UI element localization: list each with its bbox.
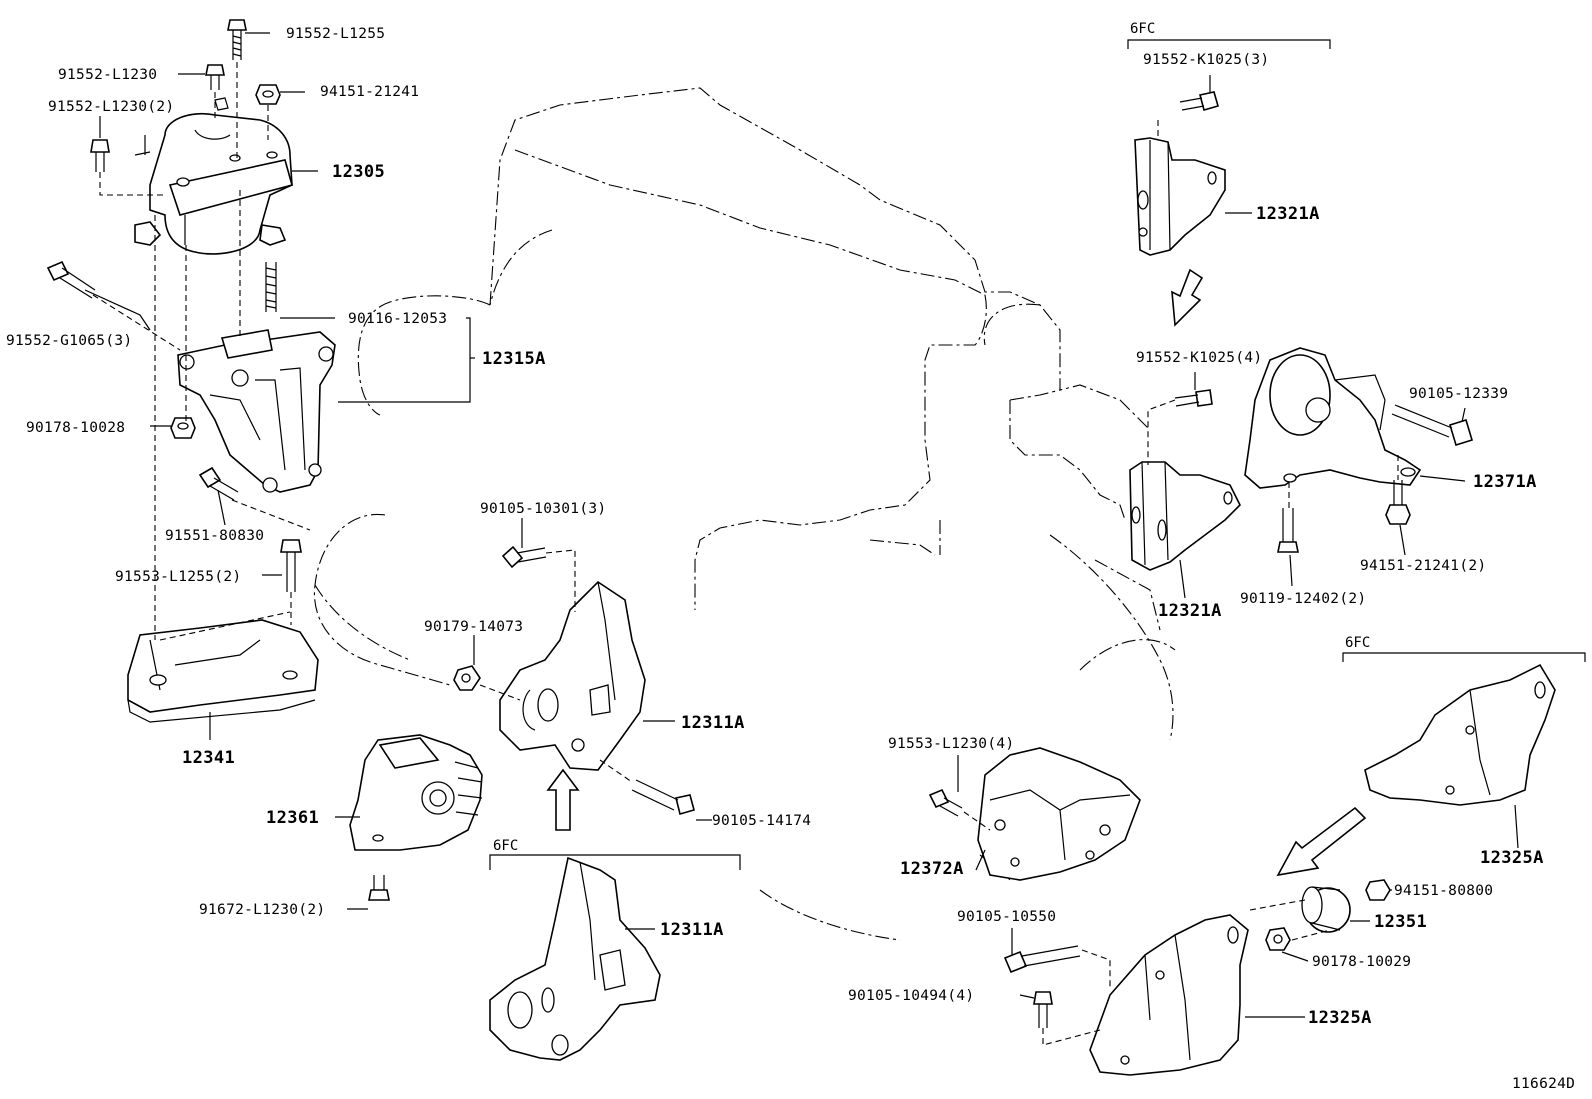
bolt-91552-K1025-4 bbox=[1174, 389, 1213, 407]
label-90105-12339: 90105-12339 bbox=[1409, 386, 1508, 402]
bolt-91552-K1025-3 bbox=[1179, 91, 1219, 111]
label-6FC-top: 6FC bbox=[1130, 21, 1155, 37]
part-12321A-bracket-lower bbox=[1129, 461, 1241, 571]
part-12371A-mount bbox=[1244, 347, 1422, 489]
bolt-90105-14174 bbox=[631, 779, 695, 815]
nut-94151-21241-2 bbox=[1385, 480, 1411, 525]
label-12372A: 12372A bbox=[900, 859, 964, 879]
label-90119-12402-2: 90119-12402(2) bbox=[1240, 591, 1366, 607]
label-12305: 12305 bbox=[332, 162, 385, 182]
nut-94151-21241 bbox=[255, 84, 281, 105]
bolt-91672-L1230-2 bbox=[368, 875, 390, 901]
label-91552-L1230-2: 91552-L1230(2) bbox=[48, 99, 174, 115]
label-94151-80800: 94151-80800 bbox=[1394, 883, 1493, 899]
label-12315A: 12315A bbox=[482, 349, 546, 369]
bolt-91553-L1255-2 bbox=[280, 539, 302, 592]
arrow-down-icon bbox=[1171, 268, 1204, 327]
label-6FC-bottom: 6FC bbox=[493, 838, 518, 854]
arrow-up-icon bbox=[546, 768, 580, 831]
label-12311A-lower: 12311A bbox=[660, 920, 724, 940]
bolt-91552-L1255 bbox=[227, 19, 247, 60]
label-91672-L1230-2: 91672-L1230(2) bbox=[199, 902, 325, 918]
nut-94151-80800 bbox=[1365, 879, 1391, 901]
label-12321A-upper: 12321A bbox=[1256, 204, 1320, 224]
part-12341-bracket bbox=[127, 619, 319, 723]
label-94151-21241-2: 94151-21241(2) bbox=[1360, 558, 1486, 574]
label-91552-L1230: 91552-L1230 bbox=[58, 67, 157, 83]
engine-outline bbox=[313, 87, 1176, 941]
bolt-90105-10550 bbox=[1003, 945, 1081, 974]
bolt-91552-L1230-2 bbox=[90, 139, 110, 172]
label-91552-L1255: 91552-L1255 bbox=[286, 26, 385, 42]
label-12325A-lower: 12325A bbox=[1308, 1008, 1372, 1028]
label-90178-10028: 90178-10028 bbox=[26, 420, 125, 436]
label-12361: 12361 bbox=[266, 808, 319, 828]
nut-90179-14073 bbox=[453, 665, 481, 691]
part-12321A-bracket-upper bbox=[1134, 137, 1226, 256]
label-91552-K1025-3: 91552-K1025(3) bbox=[1143, 52, 1269, 68]
assembly-lines bbox=[92, 62, 1399, 1046]
part-12305-mount-insulator bbox=[134, 97, 293, 255]
bolt-90105-12339 bbox=[1391, 404, 1473, 447]
label-6FC-right: 6FC bbox=[1345, 635, 1370, 651]
label-91551-80830: 91551-80830 bbox=[165, 528, 264, 544]
label-90105-14174: 90105-14174 bbox=[712, 813, 811, 829]
label-90105-10494-4: 90105-10494(4) bbox=[848, 988, 974, 1004]
label-12351: 12351 bbox=[1374, 912, 1427, 932]
label-90116-12053: 90116-12053 bbox=[348, 311, 447, 327]
label-91552-K1025-4: 91552-K1025(4) bbox=[1136, 350, 1262, 366]
label-12371A: 12371A bbox=[1473, 472, 1537, 492]
part-12325A-bracket-lower bbox=[1089, 914, 1249, 1076]
part-12311A-bracket-upper bbox=[499, 580, 646, 771]
part-12372A-bracket bbox=[977, 747, 1141, 881]
part-12325A-bracket-right bbox=[1364, 663, 1556, 806]
label-94151-21241: 94151-21241 bbox=[320, 84, 419, 100]
label-91553-L1255-2: 91553-L1255(2) bbox=[115, 569, 241, 585]
nut-90178-10029 bbox=[1265, 927, 1291, 951]
bolt-91552-L1230 bbox=[205, 64, 225, 90]
part-12351-bushing bbox=[1301, 886, 1351, 933]
leader-lines bbox=[84, 32, 1586, 1018]
part-12315A-bracket bbox=[177, 329, 336, 493]
label-12321A-lower: 12321A bbox=[1158, 601, 1222, 621]
label-90105-10301-3: 90105-10301(3) bbox=[480, 501, 606, 517]
bolt-90105-10301-3 bbox=[501, 545, 547, 569]
label-12325A-right: 12325A bbox=[1480, 848, 1544, 868]
label-90178-10029: 90178-10029 bbox=[1312, 954, 1411, 970]
label-12341: 12341 bbox=[182, 748, 235, 768]
bolt-91551-80830 bbox=[198, 466, 239, 501]
bolt-90119-12402-2 bbox=[1277, 508, 1299, 553]
bolt-91552-G1065-3 bbox=[46, 260, 96, 299]
bolt-90105-10494-4 bbox=[1033, 991, 1053, 1028]
part-12311A-bracket-lower bbox=[489, 856, 661, 1061]
label-91553-L1230-4: 91553-L1230(4) bbox=[888, 736, 1014, 752]
arrow-diagonal-icon bbox=[1276, 806, 1367, 877]
nut-90178-10028 bbox=[170, 417, 196, 439]
label-90105-10550: 90105-10550 bbox=[957, 909, 1056, 925]
part-12361-insulator bbox=[349, 734, 483, 851]
label-12311A-upper: 12311A bbox=[681, 713, 745, 733]
stud-90116-12053 bbox=[265, 262, 277, 312]
label-figure-id-116624D: 116624D bbox=[1512, 1076, 1575, 1092]
label-90179-14073: 90179-14073 bbox=[424, 619, 523, 635]
part-labels: 91552-L1255 91552-L1230 94151-21241 9155… bbox=[6, 21, 1575, 1092]
bolt-91553-L1230-4 bbox=[928, 788, 963, 817]
label-91552-G1065-3: 91552-G1065(3) bbox=[6, 333, 132, 349]
